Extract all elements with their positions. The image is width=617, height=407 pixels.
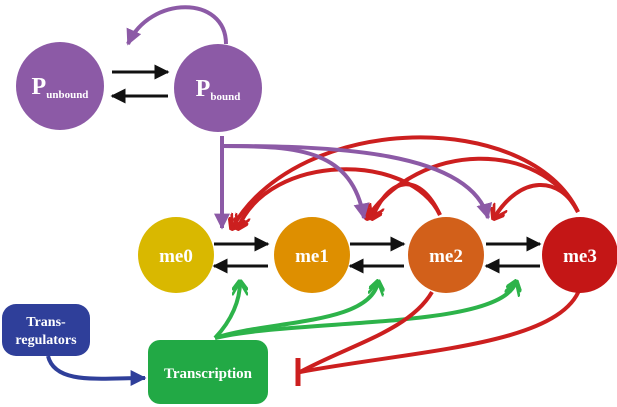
me2-node: [408, 217, 484, 293]
green-arrow-to-me0-me1: [213, 282, 240, 340]
p-unbound-node: [16, 42, 104, 130]
green-arrow-to-me2-me3: [214, 282, 516, 340]
red-arc-me3-to-me1: [367, 156, 580, 218]
me0-node: [138, 217, 214, 293]
me3-label: me3: [563, 246, 597, 267]
me3-node: [542, 217, 617, 293]
p-unbound-label: Punbound: [32, 74, 89, 101]
trans-regulators-line1: Trans-: [26, 315, 66, 330]
trans-regulators-box: [2, 304, 90, 356]
transcription-box: [148, 340, 268, 404]
trans-regulators-line2: regulators: [15, 333, 77, 348]
transcription-label: Transcription: [164, 366, 253, 382]
me0-label: me0: [159, 246, 193, 267]
me1-node: [274, 217, 350, 293]
blue-regulation-arrow: [46, 355, 147, 387]
red-arc-me3-to-me0: [232, 135, 580, 228]
me2-label: me2: [429, 246, 463, 267]
p-bound-label: Pbound: [196, 76, 241, 103]
purple-arc-pbound-to-me2: [221, 144, 493, 220]
purple-arc-pbound-to-me1: [221, 144, 370, 220]
red-repression-from-me2: [299, 290, 434, 374]
purple-feedback-arrow: [126, 5, 228, 46]
me1-label: me1: [295, 246, 329, 267]
red-repression-from-me3: [299, 287, 582, 374]
p-bound-node: [174, 44, 262, 132]
